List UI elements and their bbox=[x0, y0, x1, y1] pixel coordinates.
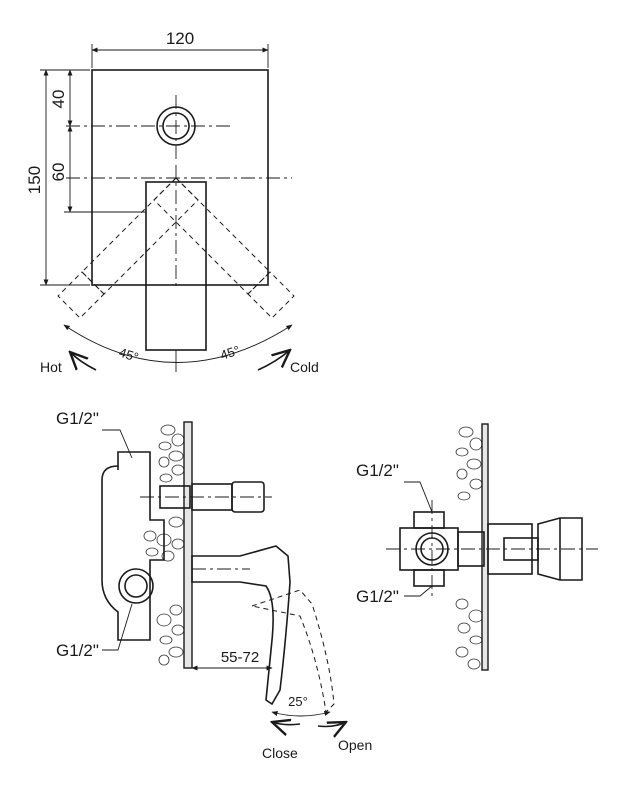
cold-arrow bbox=[257, 350, 290, 371]
rear-thread-bottom-leader bbox=[404, 585, 433, 597]
angle-lever-label: 25° bbox=[288, 694, 308, 709]
top-view: 45° 45° Hot Cold 120 150 40 60 bbox=[25, 29, 319, 375]
diverter-knob-side bbox=[231, 481, 265, 513]
rear-thread-bottom-label: G1/2" bbox=[356, 587, 399, 606]
hot-arrow bbox=[70, 352, 97, 371]
angle-left-label: 45° bbox=[117, 345, 140, 365]
thread-top-label: G1/2" bbox=[56, 409, 99, 428]
cold-label: Cold bbox=[290, 359, 319, 375]
thread-bottom-label: G1/2" bbox=[56, 641, 99, 660]
dim-upper-label: 40 bbox=[49, 90, 68, 109]
rotation-arc bbox=[63, 324, 293, 363]
hot-label: Hot bbox=[40, 359, 62, 375]
rear-wall-stones bbox=[455, 426, 484, 670]
valve-body bbox=[101, 451, 165, 641]
close-label: Close bbox=[262, 745, 298, 761]
dim-depth-label: 55-72 bbox=[221, 649, 259, 666]
dim-width-label: 120 bbox=[166, 29, 194, 48]
lever-hot-position bbox=[57, 177, 199, 319]
rear-inlet-bottom bbox=[413, 569, 445, 587]
cover-plate-side bbox=[183, 421, 193, 669]
dim-middle-label: 60 bbox=[49, 163, 68, 182]
side-view: 55-72 25° Close Open G1/2" G1/2" bbox=[56, 409, 372, 761]
lever-open-position bbox=[250, 589, 335, 714]
angle-right-label: 45° bbox=[218, 343, 241, 363]
cover-plate bbox=[91, 69, 269, 286]
close-arrow bbox=[272, 722, 301, 725]
lever-side bbox=[191, 545, 291, 706]
open-label: Open bbox=[338, 737, 372, 753]
rear-view: G1/2" G1/2" bbox=[356, 423, 598, 671]
thread-top-leader bbox=[102, 429, 133, 459]
rear-thread-top-leader bbox=[404, 481, 433, 513]
cover-plate-rear bbox=[481, 423, 489, 671]
lever-cold-position bbox=[153, 177, 295, 319]
wall-stones bbox=[143, 424, 185, 666]
dim-height-label: 150 bbox=[25, 166, 44, 194]
lever-angle-arc bbox=[271, 711, 331, 717]
outlet-port-outer bbox=[118, 568, 154, 604]
rear-cartridge bbox=[457, 531, 485, 567]
open-arrow bbox=[317, 722, 346, 727]
outlet-port-inner bbox=[124, 574, 148, 598]
thread-bottom-leader bbox=[102, 603, 133, 651]
rear-inlet-top bbox=[413, 511, 445, 529]
rear-thread-top-label: G1/2" bbox=[356, 461, 399, 480]
